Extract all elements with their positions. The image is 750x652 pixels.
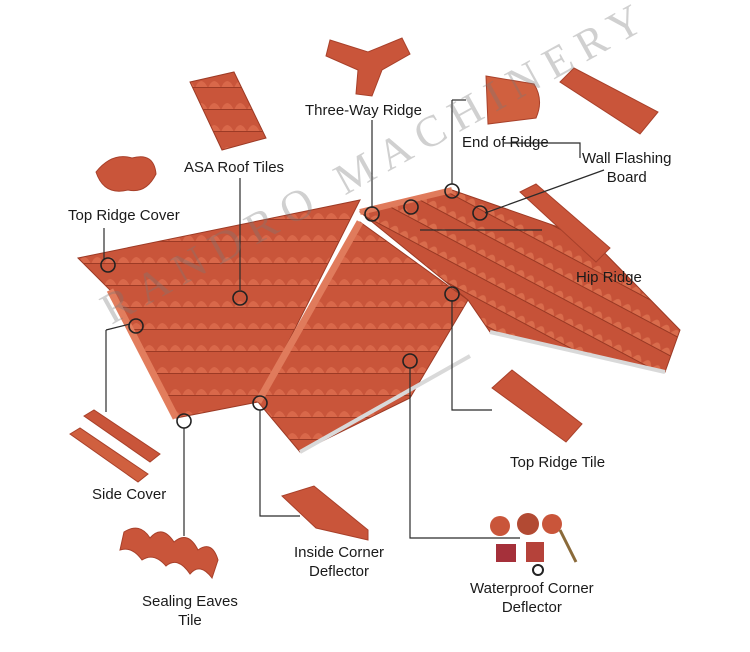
side-cover-icon: [69, 409, 161, 483]
hip-ridge-icon: [519, 183, 611, 263]
end-of-ridge-icon: [485, 75, 540, 125]
label-top-ridge-tile: Top Ridge Tile: [510, 454, 606, 471]
label-sealing-eaves-tile: Sealing Eaves Tile: [142, 593, 238, 629]
label-hip-ridge: Hip Ridge: [576, 269, 642, 286]
inside-corner-deflector-icon: [281, 485, 369, 541]
label-asa-roof-tiles: ASA Roof Tiles: [184, 159, 285, 176]
roof-eaves-trim: [106, 288, 666, 454]
label-three-way-ridge: Three-Way Ridge: [305, 102, 422, 119]
label-wall-flashing-board: Wall Flashing Board: [582, 150, 672, 186]
leader-lines: [103, 99, 605, 539]
callout-circles: [100, 183, 488, 429]
sealing-eaves-tile-icon: [119, 527, 219, 580]
label-top-ridge-cover: Top Ridge Cover: [68, 207, 180, 224]
label-side-cover: Side Cover: [92, 486, 167, 503]
top-ridge-tile-icon: [491, 369, 583, 443]
label-waterproof-corner-deflector: Waterproof Corner Deflector: [470, 580, 594, 616]
three-way-ridge-icon: [325, 37, 411, 97]
top-ridge-cover-icon: [95, 156, 157, 192]
wall-flashing-board-icon: [559, 67, 659, 135]
label-end-of-ridge: End of Ridge: [462, 134, 549, 151]
waterproof-corner-deflector-icon: [490, 513, 578, 576]
asa-roof-tiles-icon: [189, 71, 267, 151]
label-inside-corner-deflector: Inside Corner Deflector: [294, 544, 385, 580]
